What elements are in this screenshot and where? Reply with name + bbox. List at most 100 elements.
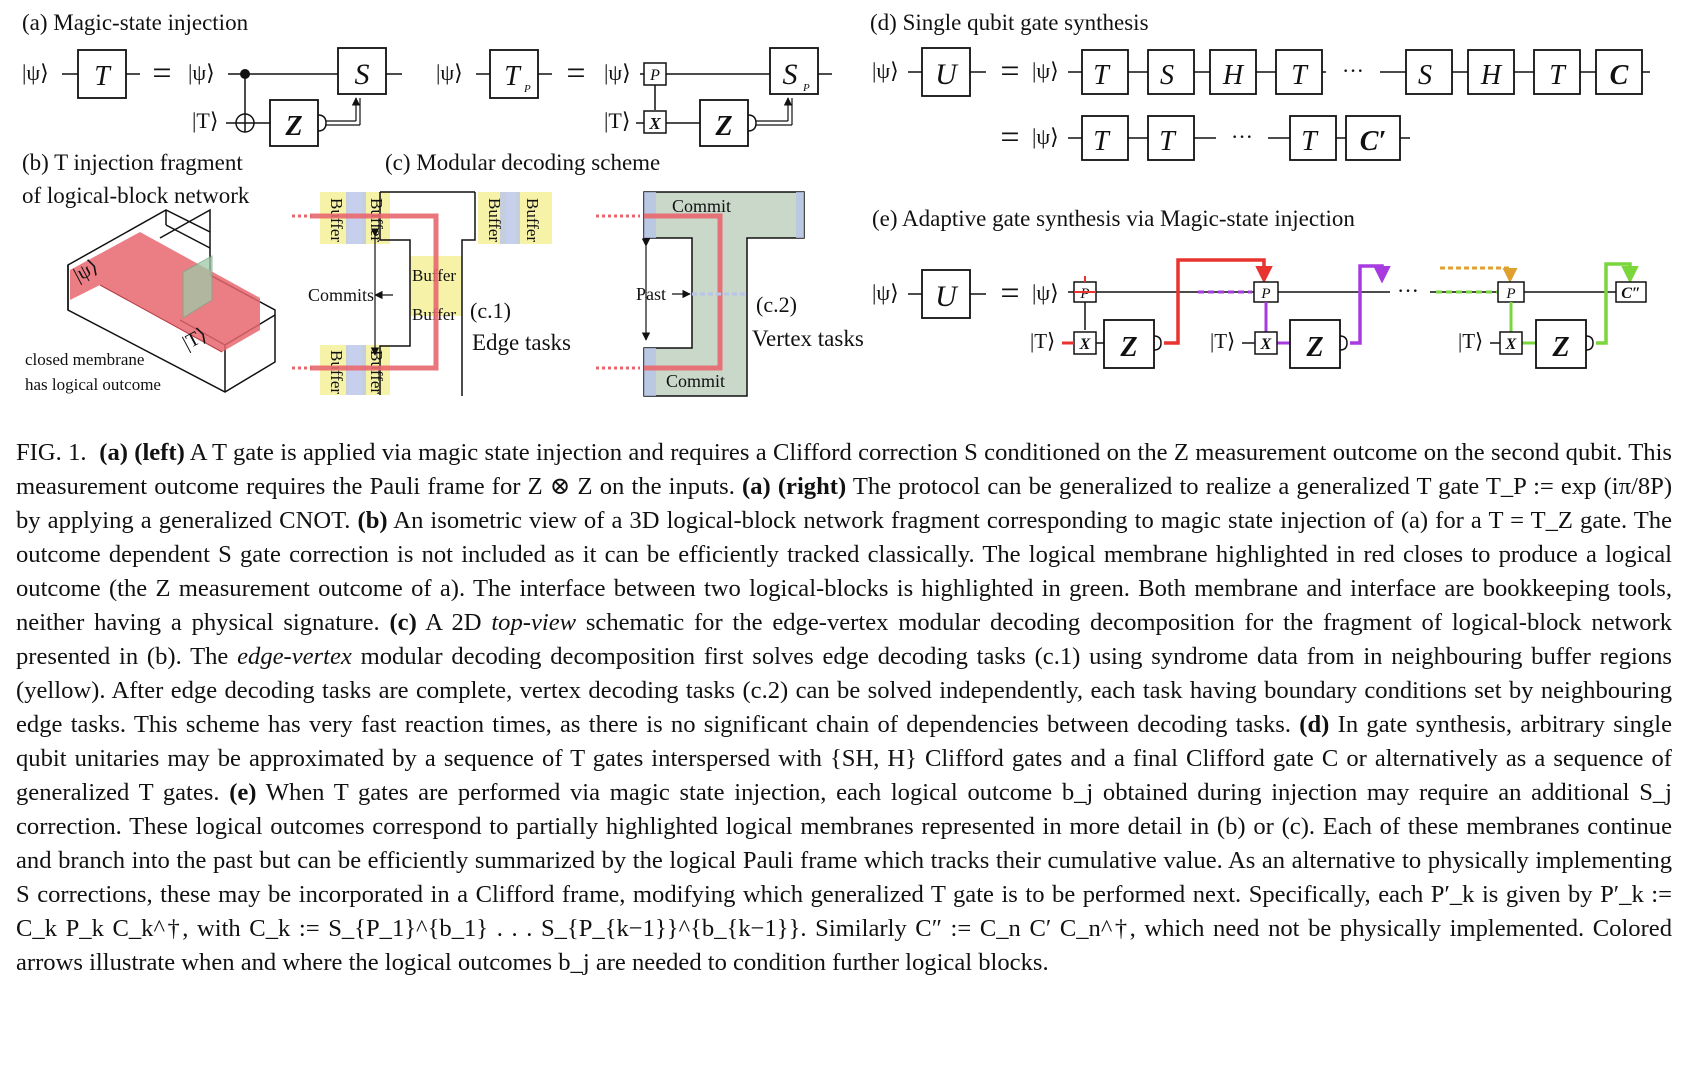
caption-fig-label: FIG. 1.	[16, 439, 87, 466]
panel-b: (b) T injection fragment of logical-bloc…	[22, 150, 276, 394]
commit-label: Commit	[666, 371, 725, 391]
caption-text: An isometric view of a 3D logical-block …	[16, 507, 1672, 636]
s-gate-label: S	[1160, 60, 1174, 91]
buffer-region	[516, 192, 552, 244]
t-gate-label: T	[1093, 60, 1111, 91]
z-gate-label: Z	[1305, 332, 1323, 363]
meter-icon	[1585, 335, 1594, 351]
panel-a-label: (a) Magic-state injection	[22, 10, 249, 35]
t-gate-label: T	[1549, 60, 1567, 91]
u-gate-box	[921, 269, 971, 319]
panel-a: (a) Magic-state injection |ψ⟩ T = |ψ⟩ S …	[22, 10, 832, 147]
caption-paragraph: FIG. 1. (a) (left) A T gate is applied v…	[16, 436, 1672, 980]
x-target-label: X	[1260, 336, 1272, 353]
membrane-trace	[310, 213, 439, 371]
caption-emphasis: edge-vertex	[237, 643, 352, 670]
caption-text: A T gate is applied via magic state inje…	[16, 439, 1673, 500]
tp-gate-label: T	[1301, 126, 1319, 157]
buffer-label: Buffer	[523, 198, 542, 242]
z-gate-label: Z	[1551, 332, 1569, 363]
ket-t-label: |T⟩	[1210, 329, 1235, 353]
panel-c1: Buffer Buffer Buffer Buffer Buffer Buffe…	[292, 191, 571, 396]
caption-text: When T gates are performed via magic sta…	[16, 779, 1673, 976]
meter-icon	[747, 114, 757, 132]
x-target-label: X	[1079, 336, 1091, 353]
ket-psi-label: |ψ⟩	[872, 58, 899, 83]
buffer-label: Buffer	[327, 198, 346, 242]
meter-icon	[317, 114, 327, 132]
ket-psi-label: |ψ⟩	[1032, 280, 1059, 305]
ellipsis: ···	[1342, 58, 1364, 83]
z-gate-label: Z	[284, 111, 302, 142]
equals-sign: =	[566, 55, 585, 92]
figure-caption: FIG. 1. (a) (left) A T gate is applied v…	[16, 436, 1672, 980]
u-gate-label: U	[935, 280, 959, 313]
caption-text: The protocol can be generalized to reali…	[16, 473, 1673, 534]
ellipsis: ···	[1231, 124, 1253, 149]
sp-gate-label: S	[783, 58, 798, 91]
commit-strip	[500, 192, 520, 244]
ket-t-label: |T⟩	[1030, 329, 1055, 353]
ket-psi-label: |ψ⟩	[1032, 124, 1059, 149]
h-gate-box	[1467, 49, 1515, 95]
x-target-box	[1499, 331, 1523, 355]
panel-d-label: (d) Single qubit gate synthesis	[870, 10, 1149, 35]
u-gate-box	[921, 47, 971, 97]
z-measure-box	[1535, 319, 1587, 369]
panel-e: (e) Adaptive gate synthesis via Magic-st…	[872, 206, 1647, 369]
ket-psi-label: |ψ⟩	[188, 60, 215, 85]
caption-text: A 2D	[416, 609, 492, 636]
equals-sign: =	[152, 55, 171, 92]
commit-strip	[644, 348, 656, 396]
caption-label-c: (c)	[389, 609, 417, 636]
pauli-control-label: P	[1260, 286, 1270, 302]
t-gate-box	[1081, 49, 1129, 95]
caption-text: In gate synthesis, arbitrary single qubi…	[16, 711, 1672, 806]
z-measure-box	[269, 99, 319, 147]
x-target-box	[643, 110, 667, 134]
cprime-gate-label: C′	[1360, 126, 1387, 157]
z-measure-box	[1103, 319, 1155, 369]
cdoubleprime-gate-box	[1615, 281, 1647, 303]
panel-c1-desc: Edge tasks	[472, 330, 571, 355]
meter-icon	[1339, 335, 1348, 351]
tp-gate-label: T	[1159, 126, 1177, 157]
commits-label: Commits	[308, 285, 374, 305]
buffer-label: Buffer	[327, 350, 346, 394]
panel-d: (d) Single qubit gate synthesis |ψ⟩ U = …	[870, 10, 1650, 161]
caption-label-b: (b)	[357, 507, 388, 534]
z-measure-box	[699, 99, 749, 147]
ellipsis: ···	[1397, 278, 1419, 303]
ket-t-label: |T⟩	[1458, 329, 1483, 353]
equals-sign: =	[1000, 119, 1019, 156]
panel-c: (c) Modular decoding scheme Buffer Buffe…	[292, 150, 864, 397]
caption-label-a-left: (a) (left)	[99, 439, 185, 466]
s-gate-box	[1147, 49, 1195, 95]
x-target-label: X	[1505, 336, 1517, 353]
cprime-gate-box	[1345, 115, 1401, 161]
sp-gate-box	[769, 47, 819, 95]
t-gate-box	[1275, 49, 1323, 95]
caption-emphasis: top-view	[491, 609, 577, 636]
cdoubleprime-gate-label: C″	[1621, 285, 1641, 302]
tp-gate-label: T	[1093, 126, 1111, 157]
h-gate-label: H	[1480, 60, 1503, 91]
figure-canvas: (a) Magic-state injection |ψ⟩ T = |ψ⟩ S …	[22, 10, 1650, 397]
t-gate-label: T	[94, 61, 112, 92]
buffer-label: Buffer	[485, 198, 504, 242]
caption-label-d: (d)	[1299, 711, 1330, 738]
panel-b-label-1: (b) T injection fragment	[22, 150, 243, 175]
pauli-control-label: P	[1079, 286, 1089, 302]
panel-e-label: (e) Adaptive gate synthesis via Magic-st…	[872, 206, 1355, 231]
tp-gate-box	[489, 49, 539, 99]
h-gate-label: H	[1222, 60, 1245, 91]
panel-c2-label: (c.2)	[756, 292, 797, 317]
past-label: Past	[636, 284, 666, 304]
meter-icon	[1153, 335, 1162, 351]
s-gate-box	[337, 47, 387, 95]
s-gate-box	[1405, 49, 1453, 95]
c-gate-label: C	[1610, 60, 1629, 91]
outcome-arrow-purple	[1350, 264, 1391, 345]
commit-strip	[796, 192, 804, 238]
outcome-arrow-orange	[1440, 266, 1518, 283]
